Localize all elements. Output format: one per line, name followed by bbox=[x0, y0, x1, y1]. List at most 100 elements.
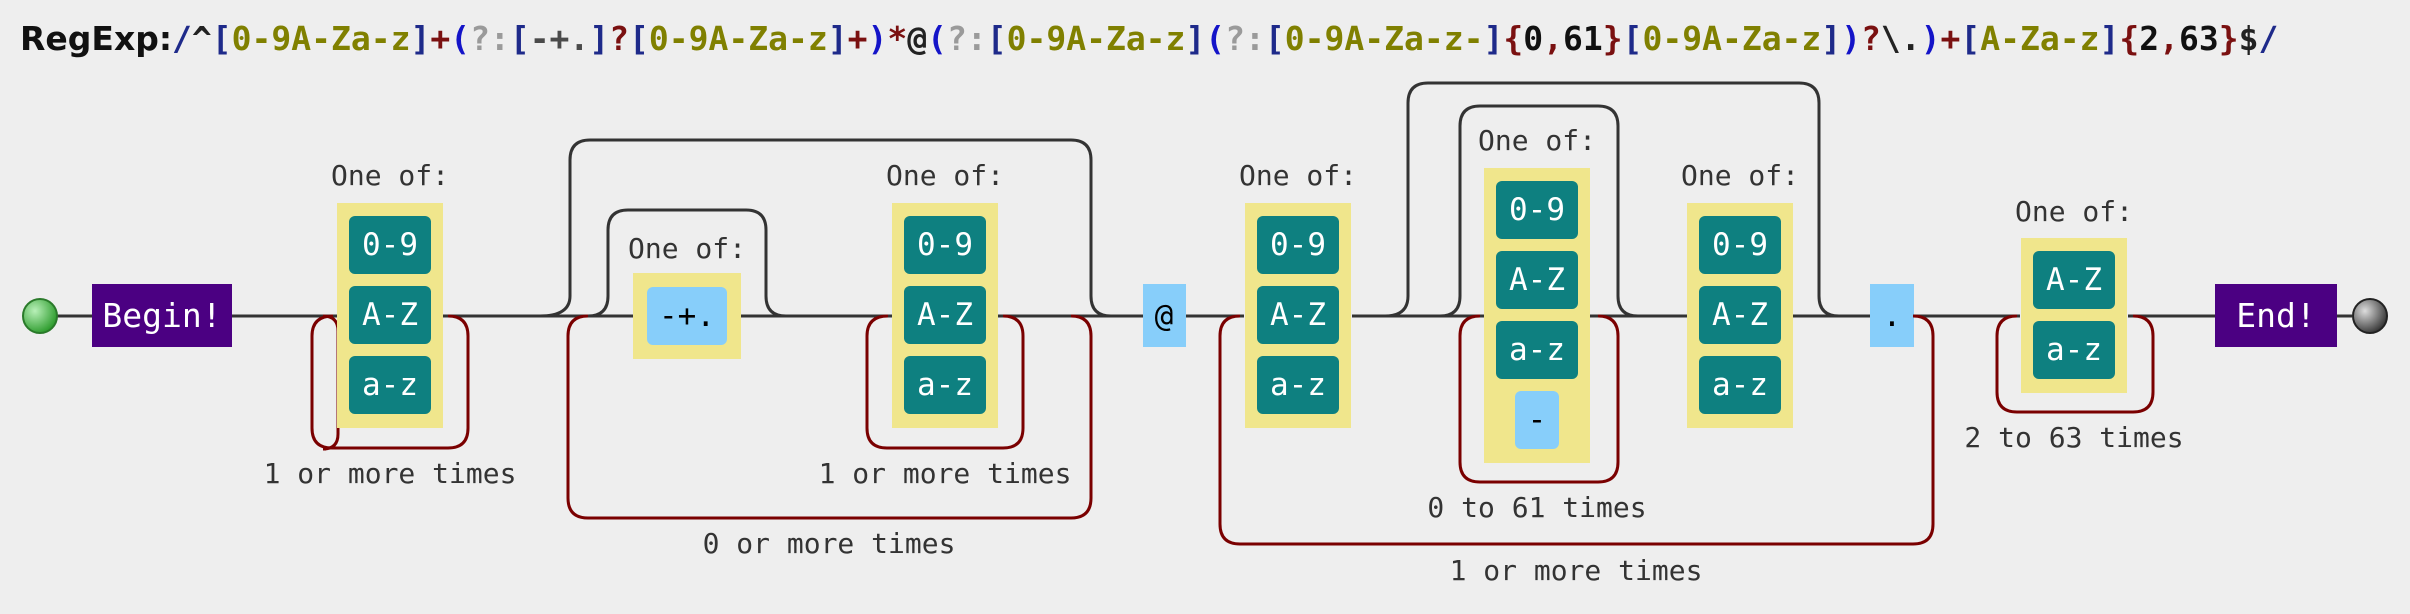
separator-chars-chip bbox=[647, 287, 727, 345]
regex-token: / bbox=[172, 19, 192, 58]
local-group: One of: -+. One of: 0-9 A-Z a-z 1 or mor… bbox=[539, 138, 1112, 560]
one-of-label: One of: bbox=[628, 232, 746, 265]
regex-token: / bbox=[2259, 19, 2279, 58]
regex-token: * bbox=[887, 19, 907, 58]
at-chip bbox=[1143, 284, 1186, 347]
domain-group: One of: 0-9 A-Z a-z One of: 0-9 A-Z a-z … bbox=[1218, 81, 1935, 587]
regex-token: ( bbox=[1205, 19, 1225, 58]
end-terminal: End! bbox=[2215, 284, 2337, 347]
chip-uppercase-label: A-Z bbox=[2046, 262, 2102, 298]
chip-lowercase bbox=[904, 356, 986, 414]
chip-digits-label: 0-9 bbox=[917, 227, 973, 263]
chip-uppercase bbox=[1257, 286, 1339, 344]
dot-label: . bbox=[1883, 298, 1902, 334]
chip-uppercase bbox=[904, 286, 986, 344]
regex-token: + bbox=[430, 19, 450, 58]
at-literal: @ bbox=[1143, 284, 1186, 347]
one-of-label: One of: bbox=[1239, 159, 1357, 192]
chip-lowercase bbox=[1257, 356, 1339, 414]
regex-token: [ bbox=[1623, 19, 1643, 58]
chip-digits bbox=[1699, 216, 1781, 274]
regex-token: 0-9A-Za-z bbox=[649, 19, 828, 58]
group-repeat-label: 0 or more times bbox=[703, 527, 956, 560]
mid-skip-path bbox=[1439, 104, 1639, 318]
hyphen-label: - bbox=[1528, 402, 1547, 438]
regex-token: ] bbox=[2100, 19, 2120, 58]
regex-token: { bbox=[1503, 19, 1523, 58]
regex-token: ( bbox=[927, 19, 947, 58]
chip-digits-label: 0-9 bbox=[1270, 227, 1326, 263]
separator-chars-label: -+. bbox=[659, 298, 715, 334]
chip-lowercase-label: a-z bbox=[1270, 367, 1326, 403]
tld-set: One of: A-Z a-z 2 to 63 times bbox=[1964, 195, 2183, 454]
chip-uppercase-label: A-Z bbox=[362, 297, 418, 333]
chip-digits bbox=[349, 216, 431, 274]
one-of-label: One of: bbox=[331, 159, 449, 192]
regex-token: @ bbox=[907, 19, 927, 58]
repeat-label: 1 or more times bbox=[819, 457, 1072, 490]
end-label: End! bbox=[2236, 296, 2315, 335]
regex-token: ) bbox=[1921, 19, 1941, 58]
repeat-loop bbox=[865, 314, 1025, 450]
optional-skip-path bbox=[1384, 81, 1840, 318]
chip-lowercase-label: a-z bbox=[1712, 367, 1768, 403]
chip-uppercase bbox=[1699, 286, 1781, 344]
begin-terminal: Begin! bbox=[92, 284, 232, 347]
chip-lowercase bbox=[2033, 321, 2115, 379]
begin-label: Begin! bbox=[102, 296, 221, 335]
regex-token: $ bbox=[2239, 19, 2259, 58]
regex-token: A-Za-z bbox=[1980, 19, 2099, 58]
regex-token: ( bbox=[450, 19, 470, 58]
chip-uppercase-label: A-Z bbox=[1712, 297, 1768, 333]
domain-repeat-label: 1 or more times bbox=[1450, 554, 1703, 587]
local-part-set1: One of: 0-9 A-Z a-z 1 or more times bbox=[264, 159, 517, 490]
hyphen-chip bbox=[1515, 391, 1559, 449]
chip-lowercase bbox=[1699, 356, 1781, 414]
end-circle bbox=[2352, 298, 2388, 334]
regex-token: 0-9A-Za-z bbox=[232, 19, 411, 58]
regex-token: ] bbox=[828, 19, 848, 58]
regex-token: 0 bbox=[1523, 19, 1543, 58]
repeat-loop bbox=[310, 314, 470, 450]
chip-uppercase bbox=[349, 286, 431, 344]
chip-digits-label: 0-9 bbox=[1712, 227, 1768, 263]
chip-uppercase-label: A-Z bbox=[917, 297, 973, 333]
chip-lowercase-label: a-z bbox=[917, 367, 973, 403]
optional-skip-path bbox=[587, 208, 787, 318]
one-of-label: One of: bbox=[886, 159, 1004, 192]
regex-token: [ bbox=[629, 19, 649, 58]
regex-token: } bbox=[2219, 19, 2239, 58]
chip-uppercase-label: A-Z bbox=[1270, 297, 1326, 333]
regexp-header-label: RegExp: bbox=[20, 19, 172, 58]
regex-token: 0-9A-Za-z bbox=[1642, 19, 1821, 58]
domain-repeat-loop bbox=[1218, 314, 1935, 546]
chip-uppercase-label: A-Z bbox=[1509, 262, 1565, 298]
regex-token: 2 bbox=[2139, 19, 2159, 58]
one-of-label: One of: bbox=[2015, 195, 2133, 228]
regex-token: [ bbox=[1960, 19, 1980, 58]
chip-digits bbox=[1257, 216, 1339, 274]
chip-lowercase bbox=[349, 356, 431, 414]
at-label: @ bbox=[1155, 298, 1174, 334]
regex-token: + bbox=[848, 19, 868, 58]
start-circle bbox=[22, 298, 58, 334]
tld-repeat-loop bbox=[1995, 314, 2155, 414]
regexp-expression: /^[0-9A-Za-z]+(?:[-+.]?[0-9A-Za-z]+)*@(?… bbox=[172, 19, 2278, 58]
one-of-label: One of: bbox=[1681, 159, 1799, 192]
skip-path bbox=[539, 138, 1112, 318]
regex-token: } bbox=[1603, 19, 1623, 58]
chip-uppercase bbox=[2033, 251, 2115, 309]
regex-token: \. bbox=[1881, 19, 1921, 58]
regex-token: 0-9A-Za-z bbox=[1007, 19, 1186, 58]
regex-token: ) bbox=[1841, 19, 1861, 58]
repeat-label: 1 or more times bbox=[264, 457, 517, 490]
regex-token: [ bbox=[510, 19, 530, 58]
regex-token: ?: bbox=[1225, 19, 1265, 58]
group-repeat-loop bbox=[566, 314, 1093, 520]
regex-token: ] bbox=[1483, 19, 1503, 58]
regex-token: 0-9A-Za-z- bbox=[1285, 19, 1484, 58]
mid-repeat-label: 0 to 61 times bbox=[1427, 491, 1646, 524]
dot-chip bbox=[1870, 284, 1914, 347]
regex-token: , bbox=[1543, 19, 1563, 58]
